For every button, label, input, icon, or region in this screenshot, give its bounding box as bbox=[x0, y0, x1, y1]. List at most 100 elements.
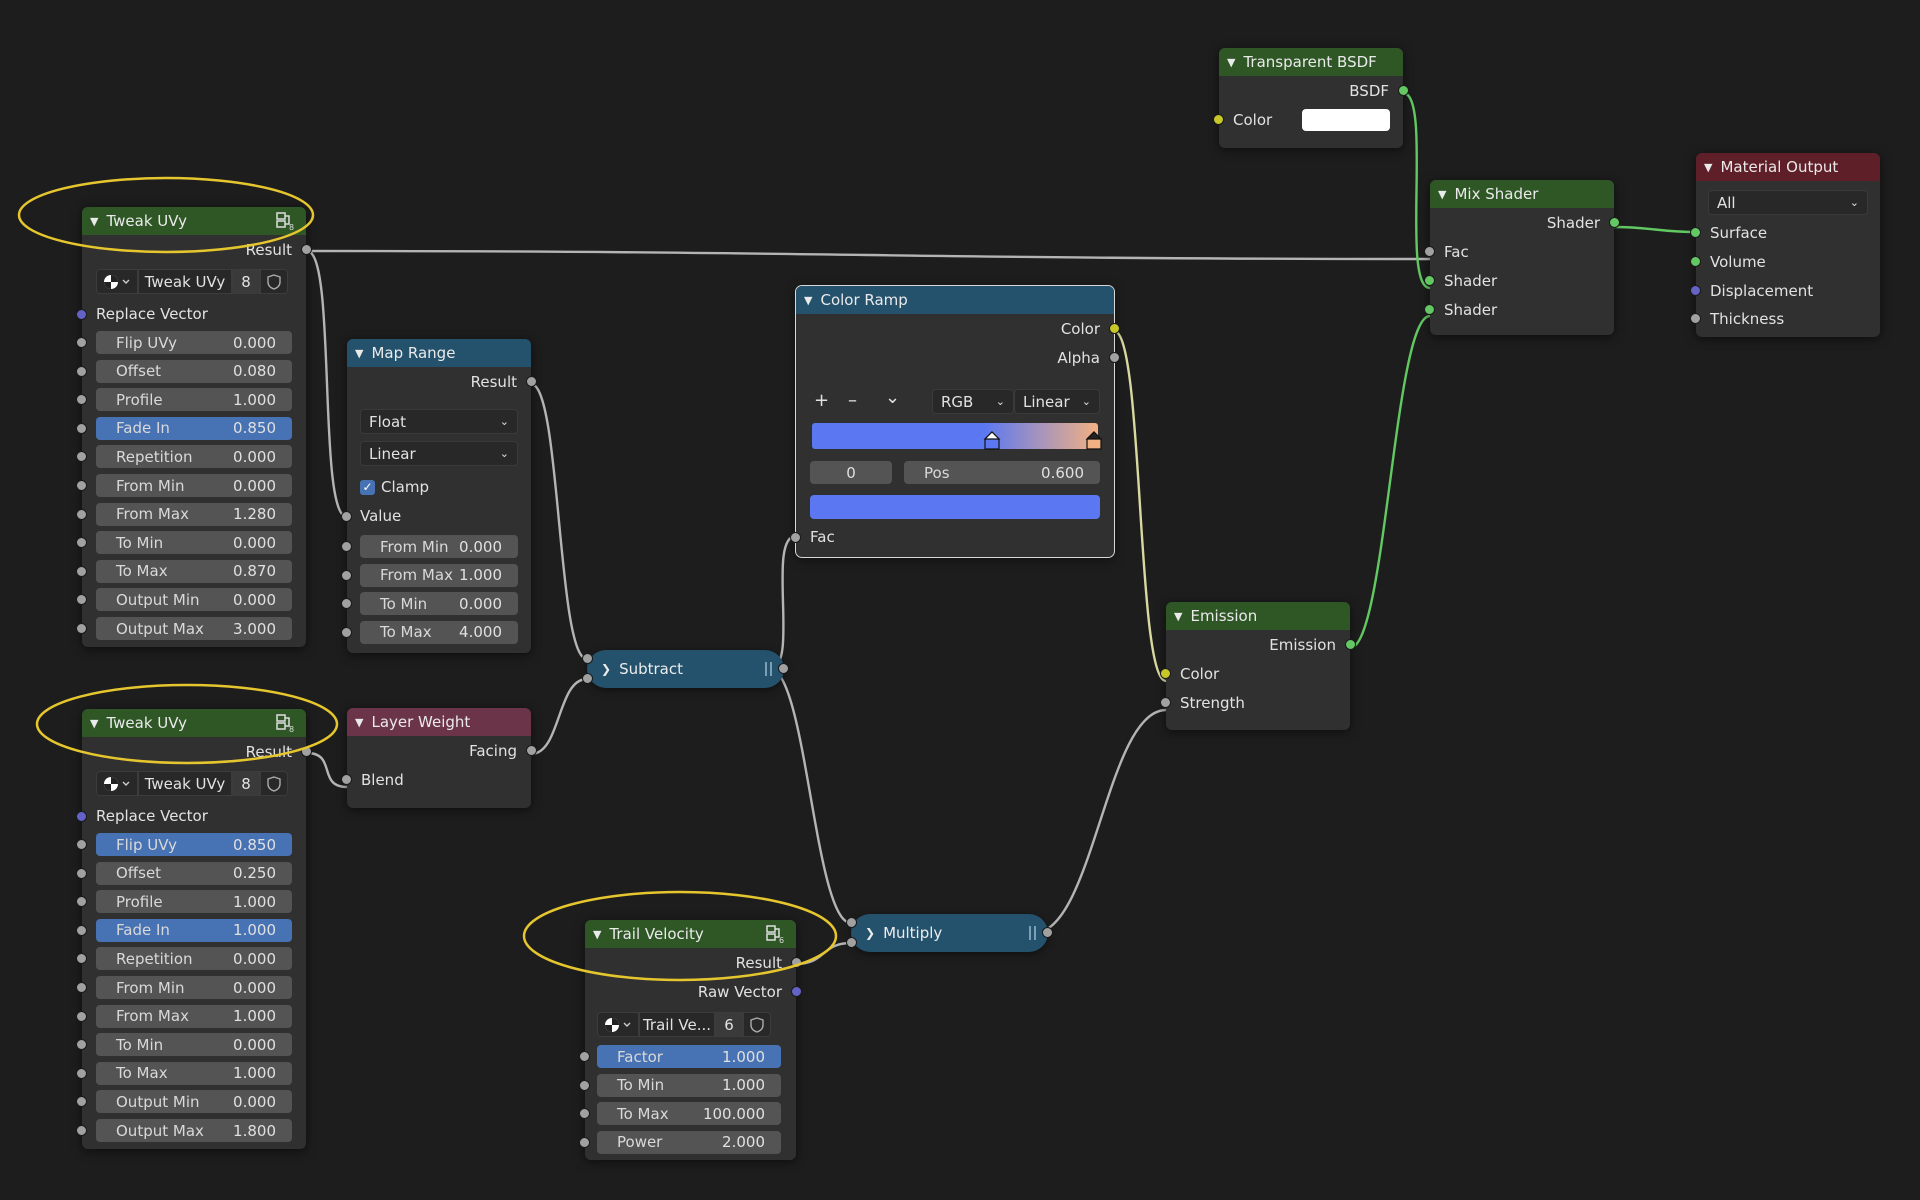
socket-replace-vector[interactable] bbox=[76, 309, 87, 320]
socket-result[interactable] bbox=[526, 376, 537, 387]
chevron-down-icon[interactable]: ▼ bbox=[355, 346, 364, 360]
socket-input-b[interactable] bbox=[582, 673, 593, 684]
socket-input[interactable] bbox=[76, 982, 87, 993]
data-type-dropdown[interactable]: Float ⌄ bbox=[360, 409, 518, 434]
group-user-count[interactable]: 8 bbox=[232, 771, 260, 796]
socket-input[interactable] bbox=[76, 623, 87, 634]
socket-input[interactable] bbox=[76, 1039, 87, 1051]
ramp-menu-button[interactable]: ⌄ bbox=[885, 387, 901, 408]
material-sphere-icon[interactable] bbox=[96, 771, 138, 796]
node-group-icon[interactable]: 8 bbox=[274, 211, 296, 235]
gradient-bar[interactable] bbox=[812, 423, 1098, 449]
material-output-node[interactable]: ▼ Material Output All ⌄ Surface Volume D… bbox=[1690, 153, 1880, 337]
socket-displacement[interactable] bbox=[1690, 285, 1701, 296]
chevron-down-icon[interactable]: ▼ bbox=[90, 716, 99, 730]
socket-fac[interactable] bbox=[1424, 246, 1435, 257]
socket-input[interactable] bbox=[341, 598, 352, 610]
tweak-uvy-node-1[interactable]: ▼ Tweak UVy 8 Result Tweak UVy 8 Replace… bbox=[76, 207, 312, 647]
node-header[interactable]: ▼ Mix Shader bbox=[1430, 180, 1614, 208]
tweak-uvy-node-2[interactable]: ▼ Tweak UVy 8 Result Tweak UVy 8 Replace… bbox=[76, 709, 312, 1149]
clamp-checkbox[interactable]: ✓ Clamp bbox=[360, 478, 429, 496]
multiply-node[interactable]: ❯ Multiply bbox=[846, 914, 1053, 952]
node-header[interactable]: ▼ Tweak UVy 8 bbox=[82, 207, 306, 235]
group-datablock-selector[interactable]: Trail Ve... 6 bbox=[597, 1012, 771, 1037]
node-link[interactable] bbox=[306, 249, 348, 519]
socket-result[interactable] bbox=[301, 244, 312, 255]
node-header[interactable]: ▼ Color Ramp bbox=[796, 286, 1114, 314]
socket-facing[interactable] bbox=[526, 745, 537, 756]
socket-input[interactable] bbox=[76, 422, 87, 434]
socket-input[interactable] bbox=[76, 867, 87, 879]
node-link[interactable] bbox=[306, 249, 1431, 261]
socket-input[interactable] bbox=[76, 1067, 87, 1079]
fake-user-shield-icon[interactable] bbox=[743, 1012, 771, 1037]
socket-input[interactable] bbox=[76, 565, 87, 577]
socket-input[interactable] bbox=[76, 839, 87, 850]
chevron-down-icon[interactable]: ▼ bbox=[804, 293, 813, 307]
group-name-field[interactable]: Tweak UVy bbox=[138, 771, 232, 796]
socket-input[interactable] bbox=[341, 569, 352, 581]
node-header[interactable]: ▼ Tweak UVy 8 bbox=[82, 709, 306, 737]
node-link[interactable] bbox=[1402, 91, 1431, 290]
socket-input-a[interactable] bbox=[582, 653, 593, 664]
socket-input[interactable] bbox=[76, 537, 87, 549]
node-link[interactable] bbox=[1349, 314, 1431, 650]
material-sphere-icon[interactable] bbox=[597, 1012, 639, 1037]
socket-volume[interactable] bbox=[1690, 256, 1701, 267]
node-link[interactable] bbox=[1613, 225, 1697, 234]
chevron-down-icon[interactable]: ▼ bbox=[355, 715, 364, 729]
socket-input[interactable] bbox=[579, 1108, 590, 1120]
node-link[interactable] bbox=[769, 534, 797, 671]
chevron-down-icon[interactable]: ▼ bbox=[90, 214, 99, 228]
color-ramp-node[interactable]: ▼ Color Ramp Color Alpha + – ⌄ RGB ⌄ Lin… bbox=[790, 285, 1120, 558]
socket-input[interactable] bbox=[76, 896, 87, 908]
node-link[interactable] bbox=[769, 667, 852, 925]
color-swatch[interactable] bbox=[1302, 109, 1390, 131]
socket-input[interactable] bbox=[579, 1136, 590, 1148]
group-datablock-selector[interactable]: Tweak UVy 8 bbox=[96, 269, 288, 294]
socket-input[interactable] bbox=[76, 337, 87, 348]
chevron-down-icon[interactable]: ▼ bbox=[1438, 187, 1447, 201]
node-link[interactable] bbox=[1113, 329, 1167, 683]
socket-input-a[interactable] bbox=[846, 917, 857, 928]
socket-result[interactable] bbox=[301, 746, 312, 757]
chevron-right-icon[interactable]: ❯ bbox=[865, 926, 876, 940]
node-link[interactable] bbox=[1033, 708, 1167, 935]
checkmark-icon[interactable]: ✓ bbox=[360, 479, 375, 495]
socket-output[interactable] bbox=[1042, 927, 1053, 938]
socket-color[interactable] bbox=[1213, 114, 1224, 125]
socket-color[interactable] bbox=[1160, 668, 1171, 679]
color-stop-handle[interactable] bbox=[1085, 431, 1103, 455]
socket-input[interactable] bbox=[76, 953, 87, 965]
socket-strength[interactable] bbox=[1160, 697, 1171, 708]
socket-color[interactable] bbox=[1109, 323, 1120, 334]
group-name-field[interactable]: Trail Ve... bbox=[639, 1012, 715, 1037]
socket-input[interactable] bbox=[341, 626, 352, 638]
interpolation-dropdown[interactable]: Linear ⌄ bbox=[360, 441, 518, 466]
color-stop-handle[interactable] bbox=[983, 431, 1001, 455]
node-group-icon[interactable]: 6 bbox=[764, 924, 786, 948]
active-stop-index[interactable]: 0 bbox=[810, 461, 892, 484]
socket-input[interactable] bbox=[76, 1125, 87, 1136]
socket-fac[interactable] bbox=[790, 532, 801, 543]
node-group-icon[interactable]: 8 bbox=[274, 713, 296, 737]
stop-position-field[interactable]: Pos 0.600 bbox=[904, 461, 1100, 484]
node-header[interactable]: ▼ Layer Weight bbox=[347, 708, 531, 736]
socket-input[interactable] bbox=[76, 394, 87, 406]
stop-color-swatch[interactable] bbox=[810, 495, 1100, 519]
socket-alpha[interactable] bbox=[1109, 352, 1120, 363]
socket-input[interactable] bbox=[76, 451, 87, 463]
